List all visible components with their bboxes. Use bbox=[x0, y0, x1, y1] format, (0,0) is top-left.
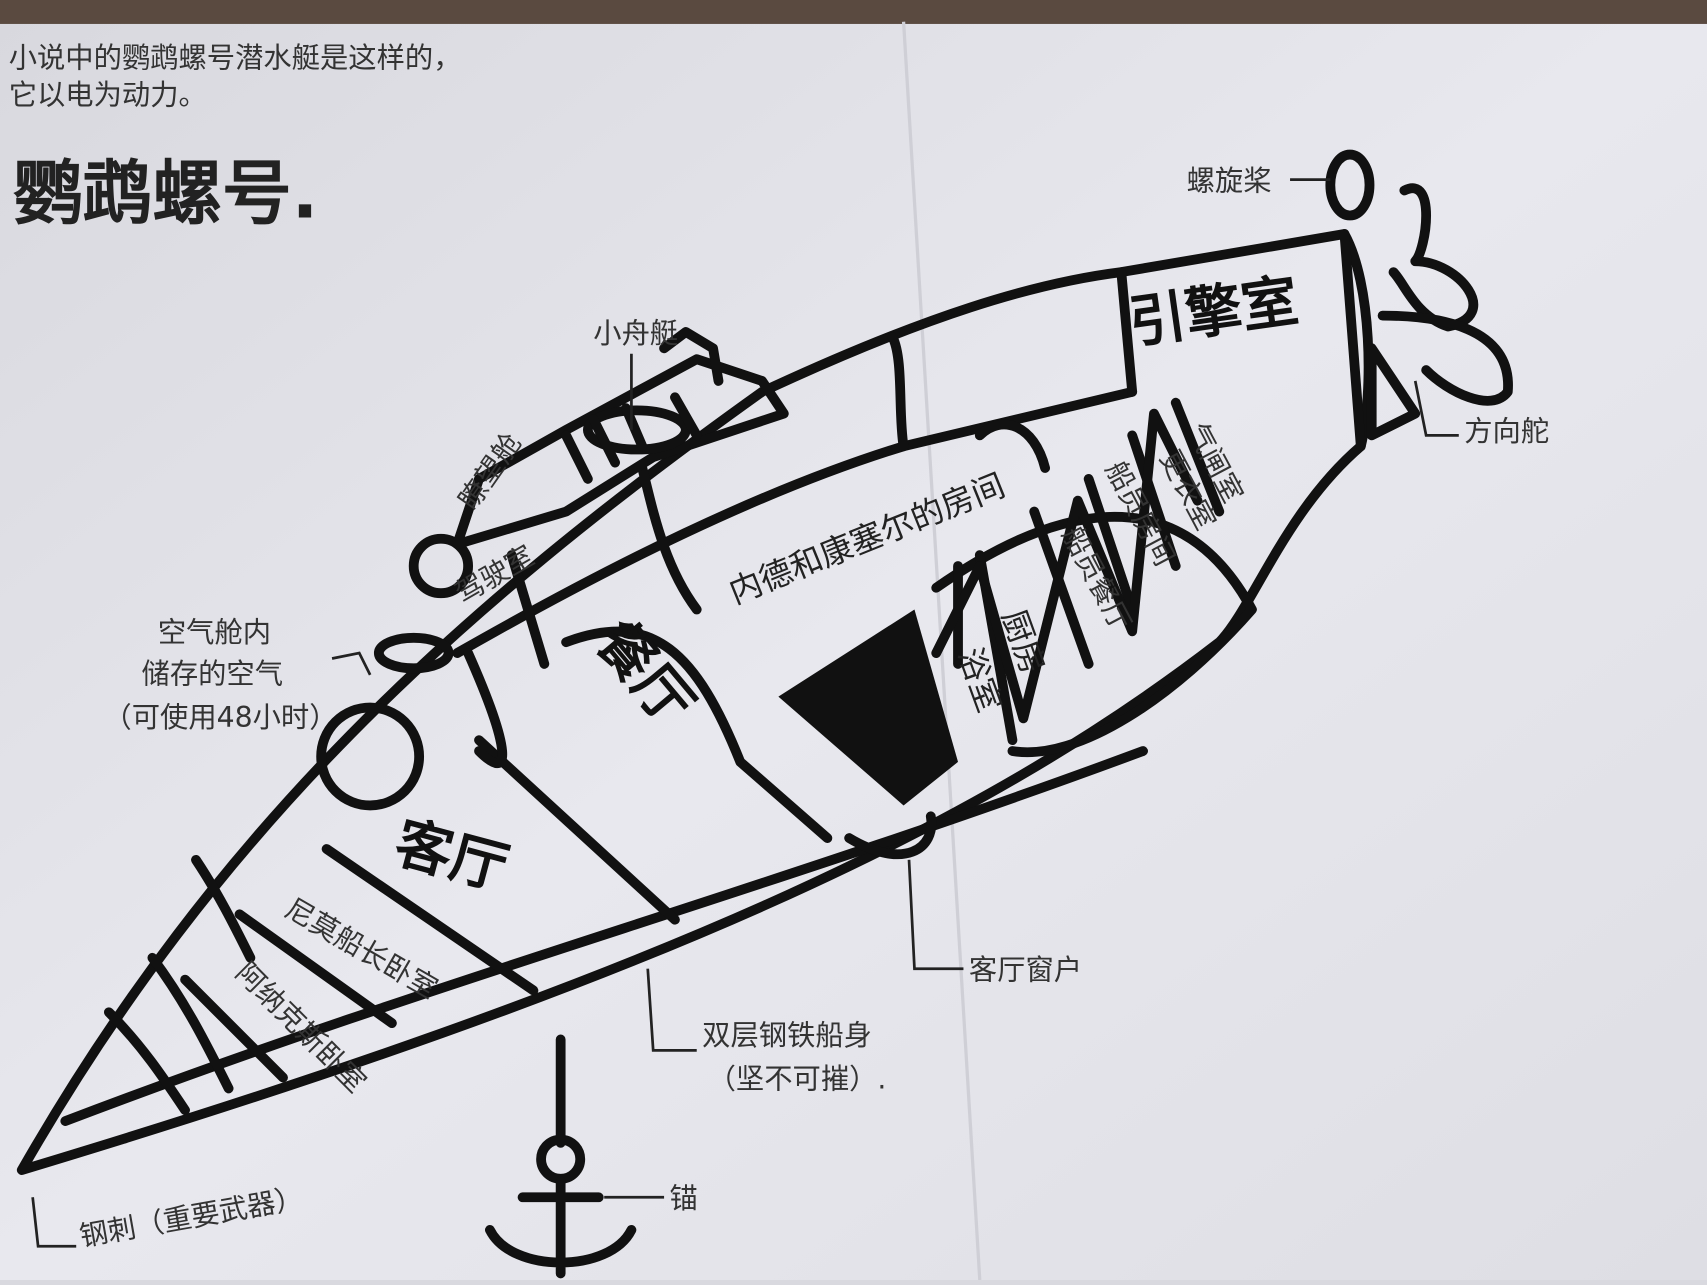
label-propeller: 螺旋桨 bbox=[1187, 164, 1272, 197]
table-edge bbox=[0, 0, 1707, 24]
anchor-icon bbox=[484, 1034, 637, 1279]
intro-note-line1: 小说中的鹦鹉螺号潜水艇是这样的， bbox=[9, 41, 462, 74]
propeller-icon bbox=[1325, 149, 1513, 441]
label-rudder: 方向舵 bbox=[1464, 415, 1549, 448]
label-small-boat: 小舟艇 bbox=[593, 317, 678, 350]
label-air-tank-1: 空气舱内 bbox=[158, 616, 271, 649]
label-salon-window: 客厅窗户 bbox=[969, 954, 1082, 987]
label-hull-2: （坚不可摧）. bbox=[708, 1062, 887, 1095]
label-hull-1: 双层钢铁船身 bbox=[702, 1019, 872, 1052]
label-air-tank-2: 储存的空气 bbox=[142, 658, 284, 691]
air-tank-icon bbox=[373, 632, 454, 674]
label-air-tank-3: （可使用48小时） bbox=[103, 701, 337, 734]
dark-compartment bbox=[778, 609, 959, 806]
drawing-title: 鹦鹉螺号. bbox=[13, 154, 318, 235]
label-anchor: 锚 bbox=[670, 1182, 698, 1215]
intro-note-line2: 它以电为动力。 bbox=[9, 78, 207, 111]
submarine-hull bbox=[16, 229, 1374, 1175]
conning-tower bbox=[452, 327, 789, 550]
leader-lines bbox=[31, 178, 1459, 1248]
